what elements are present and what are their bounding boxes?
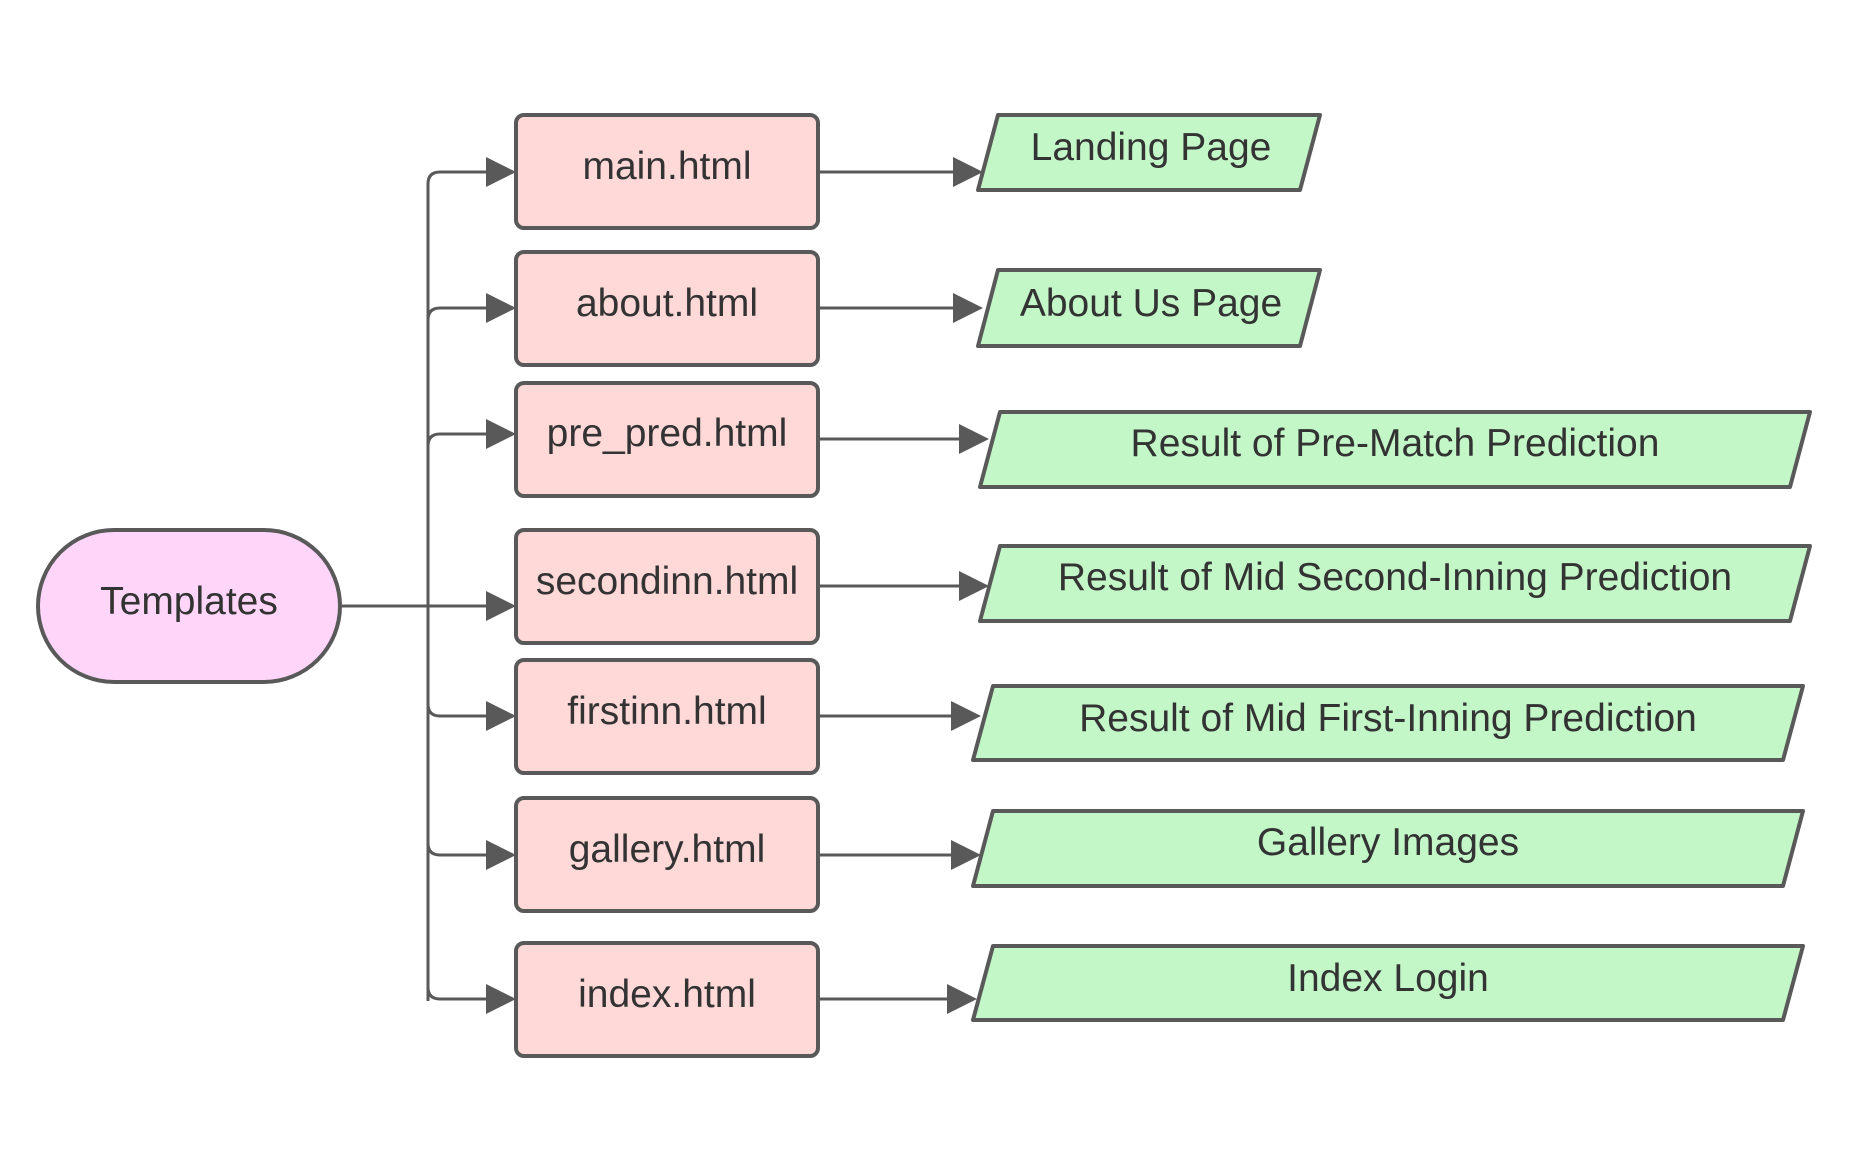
result-label: Index Login (1287, 957, 1489, 1000)
template-file-label: index.html (578, 973, 756, 1016)
template-file-label: pre_pred.html (547, 412, 788, 455)
result-label: Result of Pre-Match Prediction (1131, 422, 1660, 465)
row-pre-pred: pre_pred.html Result of Pre-Match Predic… (426, 381, 1812, 498)
row-about: about.html About Us Page (426, 250, 1322, 367)
result-box (976, 268, 1322, 348)
root-node: Templates (36, 528, 342, 684)
branch-arrow (426, 701, 516, 731)
result-box (978, 544, 1812, 623)
row-index: index.html Index Login (426, 941, 1805, 1058)
branch-arrow (426, 984, 516, 1014)
branch-arrow (426, 157, 516, 187)
template-file-label: main.html (582, 145, 751, 188)
result-label: About Us Page (1020, 282, 1282, 325)
result-label: Result of Mid Second-Inning Prediction (1058, 556, 1732, 599)
row-secondinn: secondinn.html Result of Mid Second-Inni… (428, 528, 1812, 645)
result-box (978, 410, 1812, 489)
branch-arrow (426, 293, 516, 323)
root-node-shape (36, 528, 342, 684)
template-file-label: about.html (576, 282, 758, 325)
result-box (971, 809, 1805, 888)
template-file-label: firstinn.html (567, 690, 766, 733)
branch-arrow (426, 840, 516, 870)
result-label: Result of Mid First-Inning Prediction (1079, 697, 1697, 740)
result-label: Landing Page (1031, 126, 1272, 169)
result-label: Gallery Images (1257, 821, 1519, 864)
row-firstinn: firstinn.html Result of Mid First-Inning… (426, 658, 1805, 775)
result-box (971, 944, 1805, 1022)
result-box (976, 113, 1322, 192)
branch-arrow (426, 419, 516, 449)
template-file-label: secondinn.html (536, 560, 798, 603)
row-gallery: gallery.html Gallery Images (426, 796, 1805, 913)
template-file-label: gallery.html (569, 828, 766, 871)
row-main: main.html Landing Page (426, 113, 1322, 230)
result-box (971, 684, 1805, 762)
root-node-label: Templates (100, 580, 278, 623)
